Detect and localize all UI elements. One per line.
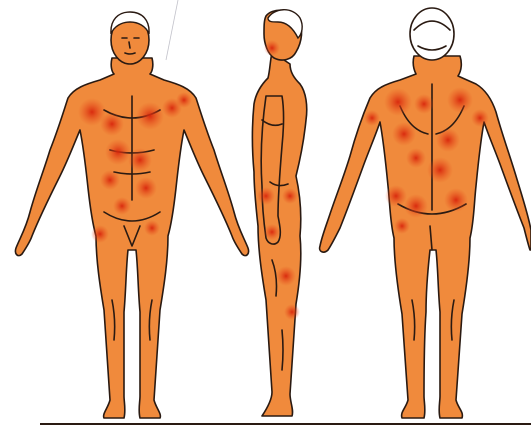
pencil-mark bbox=[166, 0, 178, 60]
back-head bbox=[410, 8, 454, 60]
figure-back bbox=[320, 8, 531, 418]
figure-side bbox=[253, 10, 307, 416]
figure-front bbox=[15, 12, 248, 418]
